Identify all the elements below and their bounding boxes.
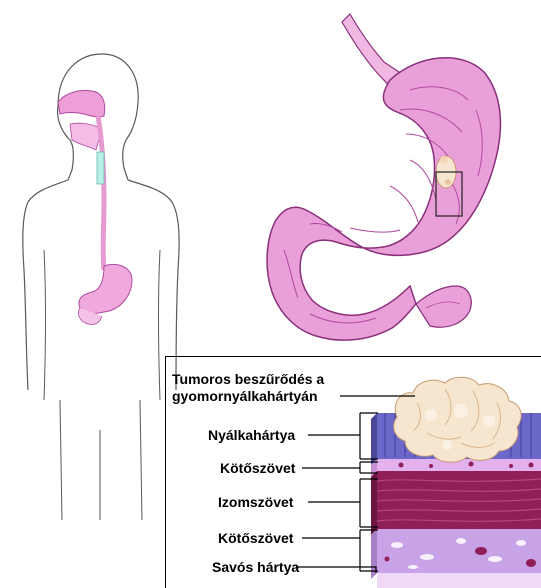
bracket-mucosa [360,413,378,459]
bracket-muscle [360,479,378,527]
bracket-connective-1 [360,462,378,473]
leader-serosa [296,567,376,573]
bracket-connective-2 [360,530,378,571]
